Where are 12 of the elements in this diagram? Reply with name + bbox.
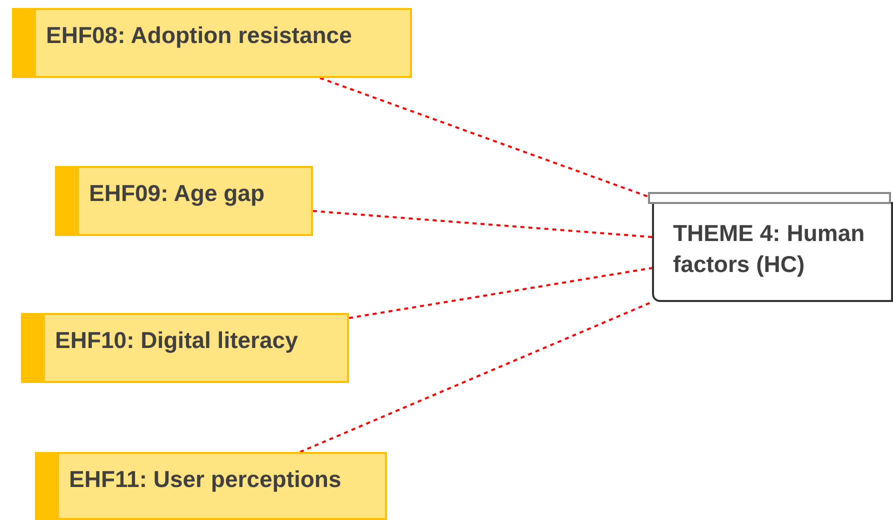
connector-line: [312, 210, 652, 238]
factor-label: EHF11: User perceptions: [69, 466, 342, 493]
theme-title: THEME 4: Human factors (HC): [673, 219, 866, 280]
factor-label: EHF10: Digital literacy: [55, 327, 298, 354]
factor-label: EHF08: Adoption resistance: [46, 22, 352, 49]
factor-label: EHF09: Age gap: [89, 180, 265, 207]
factor-box: [35, 452, 387, 520]
connector-line: [348, 267, 652, 319]
connector-line: [300, 301, 652, 453]
factor-box: [55, 166, 313, 236]
factor-box: [21, 313, 349, 383]
factor-box: [12, 8, 412, 78]
